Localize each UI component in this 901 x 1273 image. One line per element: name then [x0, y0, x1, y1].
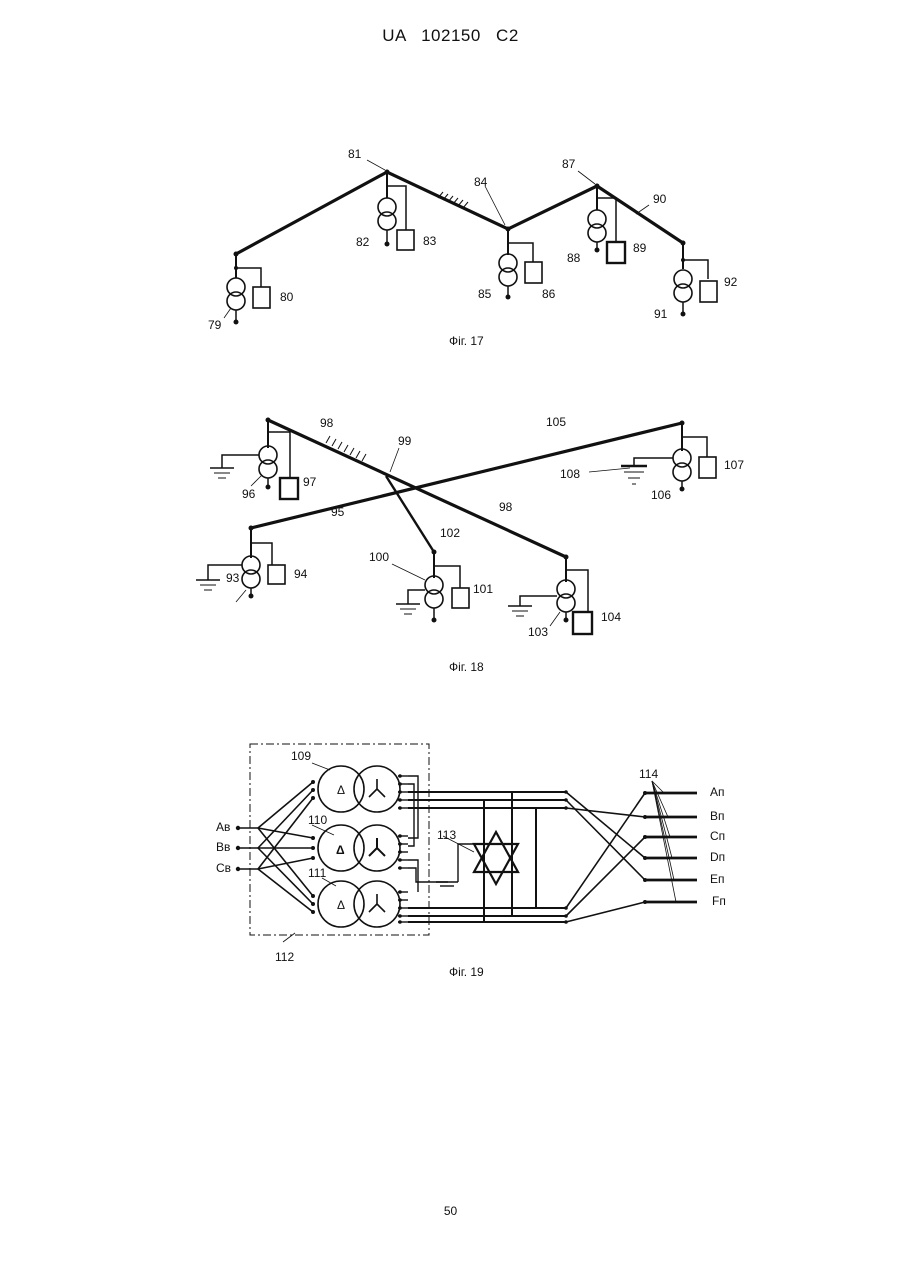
label-94: 94 — [294, 567, 308, 581]
label-114: 114 — [639, 767, 658, 781]
label-102: 102 — [440, 526, 460, 540]
output-label-a: Ап — [710, 785, 725, 799]
label-90: 90 — [653, 192, 667, 206]
delta-symbol: Δ — [337, 783, 345, 797]
label-87: 87 — [562, 157, 576, 171]
page-number: 50 — [0, 1204, 901, 1218]
substation-88 — [588, 184, 625, 264]
label-113: 113 — [437, 828, 456, 842]
input-label-b: Вв — [216, 840, 230, 854]
substation-85 — [499, 227, 542, 300]
label-84: 84 — [474, 175, 488, 189]
transformer-111: Δ — [318, 881, 400, 927]
label-89: 89 — [633, 241, 647, 255]
input-label-c: Св — [216, 861, 231, 875]
substation-103 — [508, 555, 592, 635]
substation-79 — [224, 252, 270, 325]
output-label-d: Dп — [710, 850, 725, 864]
input-wiring — [238, 782, 313, 912]
caption-fig18: Фіг. 18 — [449, 660, 484, 674]
figure-19: Δ Δ Δ — [216, 744, 726, 979]
output-lines — [645, 793, 697, 902]
line-102 — [386, 476, 434, 552]
label-107: 107 — [724, 458, 744, 472]
leader-114 — [652, 781, 676, 902]
bus-lines — [408, 792, 566, 922]
delta-symbol: Δ — [337, 898, 345, 912]
secondary-terminals — [398, 776, 458, 922]
label-100: 100 — [369, 550, 389, 564]
output-label-c: Сп — [710, 829, 725, 843]
label-101: 101 — [473, 582, 493, 596]
label-79: 79 — [208, 318, 222, 332]
label-105: 105 — [546, 415, 566, 429]
output-label-b: Вп — [710, 809, 725, 823]
caption-fig17: Фіг. 17 — [449, 334, 484, 348]
transformer-109: Δ — [318, 766, 400, 812]
label-98b: 98 — [499, 500, 513, 514]
output-label-e: Еп — [710, 872, 725, 886]
label-108: 108 — [560, 467, 580, 481]
label-85: 85 — [478, 287, 492, 301]
figure-17: 79 80 81 82 83 84 85 86 87 88 89 90 91 9… — [208, 147, 738, 348]
label-112: 112 — [275, 950, 294, 964]
substation-93 — [196, 526, 285, 603]
label-103: 103 — [528, 625, 548, 639]
output-crossings — [566, 792, 645, 922]
label-99: 99 — [398, 434, 412, 448]
label-110: 110 — [308, 813, 327, 827]
input-label-a: Ав — [216, 820, 230, 834]
substation-100 — [392, 550, 469, 623]
label-91: 91 — [654, 307, 668, 321]
label-80: 80 — [280, 290, 294, 304]
label-109: 109 — [291, 749, 311, 763]
label-92: 92 — [724, 275, 738, 289]
label-93: 93 — [226, 571, 240, 585]
label-104: 104 — [601, 610, 621, 624]
label-82: 82 — [356, 235, 370, 249]
label-83: 83 — [423, 234, 437, 248]
label-111: 111 — [308, 866, 327, 880]
figure-18: 93 94 95 96 97 98 98 99 100 101 102 103 … — [196, 415, 744, 674]
output-label-f: Fп — [712, 894, 726, 908]
delta-symbol: Δ — [336, 843, 345, 857]
caption-fig19: Фіг. 19 — [449, 965, 484, 979]
label-106: 106 — [651, 488, 671, 502]
label-97: 97 — [303, 475, 317, 489]
label-88: 88 — [567, 251, 581, 265]
label-95: 95 — [331, 505, 345, 519]
hatch-marks — [438, 192, 468, 208]
label-98a: 98 — [320, 416, 334, 430]
transformer-110: Δ — [318, 825, 400, 871]
label-86: 86 — [542, 287, 556, 301]
label-96: 96 — [242, 487, 256, 501]
label-81: 81 — [348, 147, 362, 161]
substation-91 — [674, 241, 717, 317]
